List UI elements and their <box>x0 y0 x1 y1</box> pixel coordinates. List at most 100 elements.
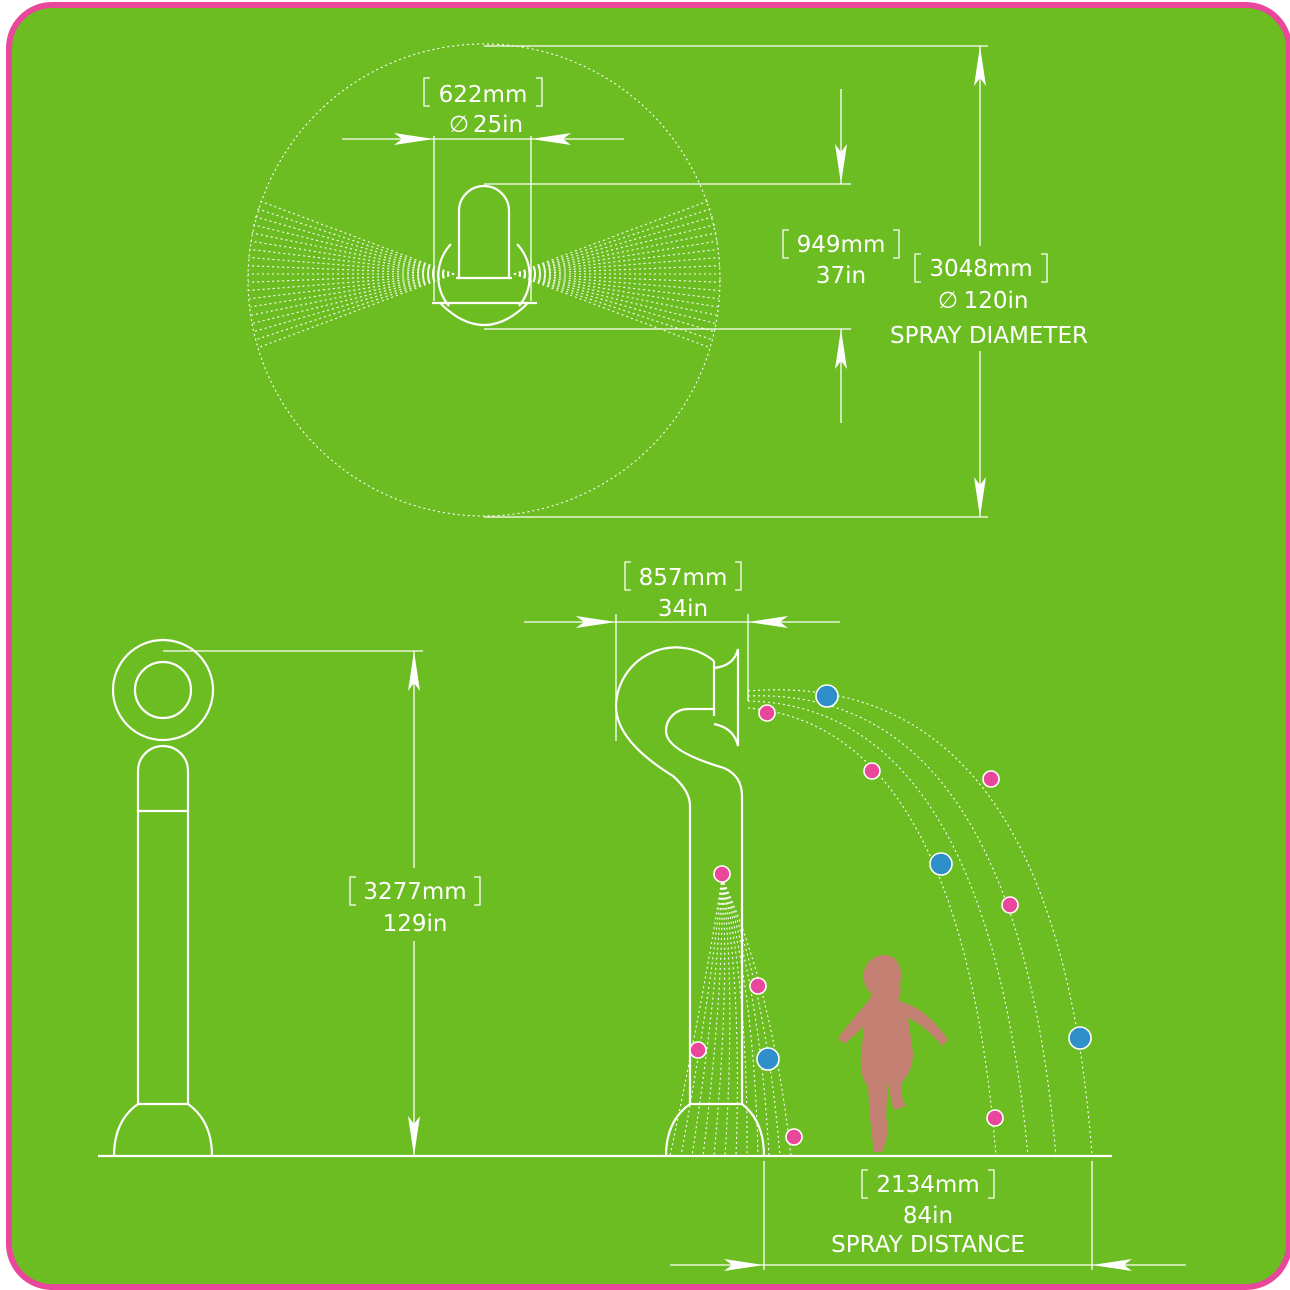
water-drop <box>863 762 881 780</box>
spray-arc <box>747 700 1029 1157</box>
shower-line <box>721 877 731 1157</box>
height-in-label: 129in <box>383 911 448 937</box>
spray-circle <box>247 43 721 517</box>
side-view-unit <box>614 646 766 1157</box>
pipe-outer-curve <box>614 646 715 1104</box>
shower-line <box>721 877 748 1157</box>
spray-arc <box>747 707 997 1157</box>
shower-line <box>702 877 723 1157</box>
arrow-up-icon <box>835 329 847 369</box>
nozzle-horn <box>712 648 740 747</box>
arrow-right-icon <box>724 1259 764 1271</box>
arrow-down-icon <box>835 144 847 184</box>
spout-in-label: 34in <box>658 596 708 622</box>
spray-ray <box>251 232 455 275</box>
spray-ray <box>513 256 720 275</box>
arrow-left-icon <box>531 133 571 145</box>
water-drop <box>749 977 767 995</box>
spray-ray <box>248 273 455 292</box>
water-drop <box>986 1109 1004 1127</box>
arrow-down-icon <box>408 1116 420 1156</box>
spray-diameter-mm-label: 3048mm <box>929 256 1032 282</box>
water-drop <box>785 1128 803 1146</box>
spray-ray <box>248 265 455 275</box>
water-drop <box>815 684 839 708</box>
spout-right-curve <box>516 243 531 307</box>
arrow-right-icon <box>576 616 616 628</box>
spray-rays <box>248 200 720 348</box>
spray-distance-caption: SPRAY DISTANCE <box>831 1232 1025 1258</box>
post-outline-top <box>457 184 511 278</box>
diameter-symbol: ∅ <box>938 288 958 314</box>
spray-ray <box>513 208 711 275</box>
spout-left-curve <box>437 243 452 307</box>
arrow-left-icon <box>748 616 788 628</box>
shower-line <box>680 877 723 1157</box>
spray-ray <box>513 232 717 275</box>
water-drops <box>689 684 1092 1146</box>
spray-ray <box>250 240 455 275</box>
shower-spray <box>669 877 792 1157</box>
arrow-up-icon <box>974 46 986 86</box>
spray-ray <box>513 240 718 275</box>
spray-ray <box>257 208 455 275</box>
width-mm-label: 622mm <box>439 82 528 108</box>
top-view: 622mm ∅ 25in 949mm 37in 3048mm ∅ 120in S… <box>247 43 1088 518</box>
pipe-inner-curve <box>664 707 744 1104</box>
nozzle-ring-inner <box>133 660 193 720</box>
spray-ray <box>513 273 719 300</box>
bracket <box>861 1169 995 1199</box>
arrow-up-icon <box>408 651 420 691</box>
bracket <box>349 876 481 906</box>
shower-line <box>721 877 781 1157</box>
water-drop <box>1001 896 1019 914</box>
shower-line <box>721 877 759 1157</box>
spray-ray <box>249 273 455 300</box>
width-in-label: 25in <box>473 112 523 138</box>
spray-ray <box>259 200 455 275</box>
height-dimension: 3277mm 129in <box>163 650 481 1156</box>
child-silhouette <box>838 955 948 1152</box>
front-view-unit <box>111 638 215 1157</box>
spray-ray <box>513 273 720 292</box>
spray-distance-dimension: 2134mm 84in SPRAY DISTANCE <box>670 1161 1186 1271</box>
spray-ray <box>513 273 709 348</box>
technical-drawing: 622mm ∅ 25in 949mm 37in 3048mm ∅ 120in S… <box>98 43 1186 1271</box>
spray-arc <box>747 695 1057 1157</box>
depth-in-label: 37in <box>816 263 866 289</box>
water-drop <box>929 852 953 876</box>
water-drop <box>758 704 776 722</box>
bracket <box>914 253 1048 283</box>
bracket <box>624 561 742 591</box>
spray-ray <box>513 273 720 283</box>
shower-line <box>721 877 770 1157</box>
spray-ray <box>513 265 720 275</box>
bracket <box>782 229 900 259</box>
spray-ray <box>513 248 719 275</box>
depth-mm-label: 949mm <box>797 232 886 258</box>
shower-line <box>669 877 723 1157</box>
spray-ray <box>248 256 455 275</box>
spray-ray <box>250 273 455 308</box>
spray-arc <box>747 689 1093 1157</box>
spray-ray <box>248 273 455 283</box>
water-drop <box>756 1047 780 1071</box>
water-drop <box>689 1041 707 1059</box>
spray-diameter-caption: SPRAY DIAMETER <box>890 323 1088 349</box>
spout-mm-label: 857mm <box>639 565 728 591</box>
spout-dimension: 857mm 34in <box>524 561 840 741</box>
distance-in-label: 84in <box>903 1203 953 1229</box>
spray-ray <box>251 273 455 316</box>
arrow-left-icon <box>1092 1259 1132 1271</box>
spray-ray <box>513 273 714 332</box>
shower-line <box>713 877 726 1157</box>
base-flare-side <box>664 1103 766 1157</box>
shower-line <box>721 877 792 1157</box>
nozzle-ring-outer <box>111 638 215 742</box>
spray-ray <box>254 273 455 332</box>
spray-ray <box>513 273 718 308</box>
spray-ray <box>257 273 455 340</box>
water-drop <box>713 865 731 883</box>
spray-ray <box>513 216 714 275</box>
spray-ray <box>259 273 455 348</box>
